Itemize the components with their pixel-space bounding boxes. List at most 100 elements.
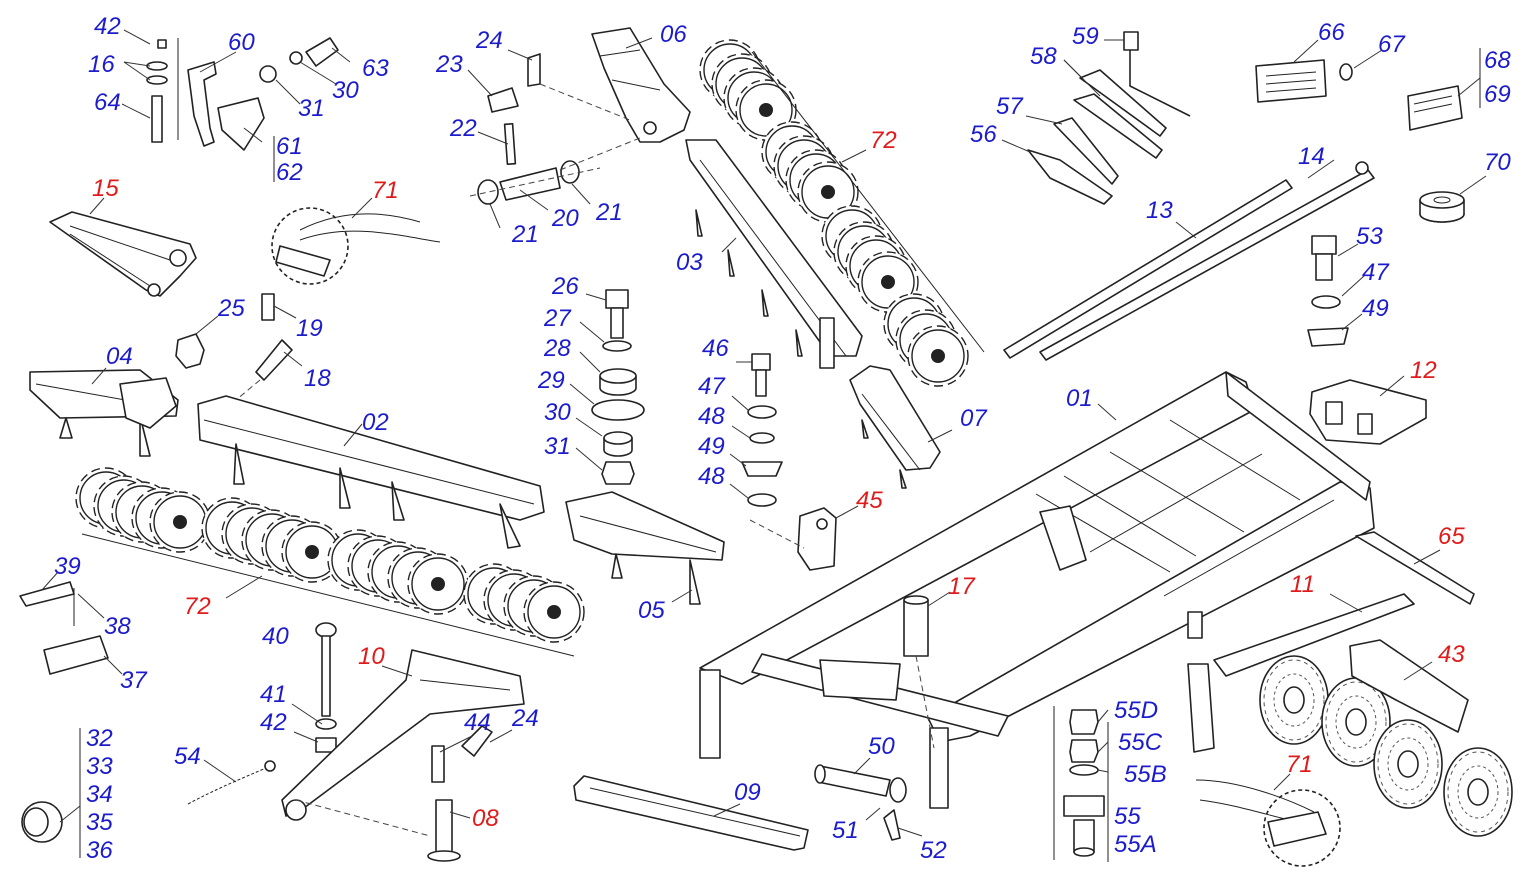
safety-chain-54 <box>187 759 276 805</box>
label-34: 34 <box>86 781 113 808</box>
label-55A: 55A <box>1114 831 1157 858</box>
beam-03 <box>685 139 863 369</box>
label-03: 03 <box>676 249 703 276</box>
label-07: 07 <box>960 405 988 432</box>
label-50: 50 <box>868 733 895 760</box>
label-56: 56 <box>970 121 997 148</box>
label-14: 14 <box>1298 143 1325 170</box>
label-37: 37 <box>120 667 148 694</box>
label-55C: 55C <box>1118 729 1163 756</box>
label-24: 24 <box>475 27 503 54</box>
label-68: 68 <box>1484 47 1511 74</box>
disc-gang-72-upper <box>699 39 985 387</box>
label-29: 29 <box>537 367 565 394</box>
beam-02 <box>197 395 545 549</box>
drawbar-65 <box>1355 531 1475 605</box>
part-group-18-19-25 <box>175 293 303 401</box>
pin-group-50-52 <box>814 757 923 841</box>
label-28: 28 <box>543 335 571 362</box>
label-12: 12 <box>1410 357 1437 384</box>
label-30: 30 <box>332 77 359 104</box>
label-13: 13 <box>1146 197 1173 224</box>
label-59: 59 <box>1072 23 1099 50</box>
label-45: 45 <box>856 487 883 514</box>
label-61: 61 <box>276 133 303 160</box>
label-42-lower: 42 <box>260 709 287 736</box>
label-72-upper: 72 <box>870 127 897 154</box>
label-22: 22 <box>449 115 477 142</box>
label-05: 05 <box>638 597 665 624</box>
label-63: 63 <box>362 55 389 82</box>
beam-04 <box>29 367 179 457</box>
label-10: 10 <box>358 643 385 670</box>
label-16: 16 <box>88 51 115 78</box>
label-58: 58 <box>1030 43 1057 70</box>
bracket-07 <box>849 365 953 489</box>
part-group-06-link-bracket <box>467 27 691 229</box>
label-49-right: 49 <box>1362 295 1389 322</box>
tie-bars-13-14 <box>1003 159 1375 361</box>
label-04: 04 <box>106 343 133 370</box>
label-39: 39 <box>54 553 81 580</box>
bracket-12 <box>1309 375 1427 445</box>
part-group-37-39 <box>19 571 123 675</box>
bushing-70 <box>1419 175 1487 223</box>
label-24-lower: 24 <box>511 705 539 732</box>
label-32: 32 <box>86 725 113 752</box>
label-44: 44 <box>464 709 491 736</box>
label-48-upper: 48 <box>698 403 725 430</box>
label-53: 53 <box>1356 223 1383 250</box>
label-01: 01 <box>1066 385 1093 412</box>
tube-09 <box>573 775 809 851</box>
label-71-upper: 71 <box>372 177 399 204</box>
label-64: 64 <box>94 89 121 116</box>
label-54: 54 <box>174 743 201 770</box>
label-66: 66 <box>1318 19 1345 46</box>
label-19: 19 <box>296 315 323 342</box>
label-18: 18 <box>304 365 331 392</box>
bracket-05 <box>565 491 725 605</box>
part-group-60-hitch-bracket <box>121 29 351 182</box>
label-02: 02 <box>362 409 389 436</box>
label-09: 09 <box>734 779 761 806</box>
disc-gang-72-lower <box>75 467 585 657</box>
label-17: 17 <box>948 573 976 600</box>
bracket-45 <box>749 505 859 571</box>
label-21-left: 21 <box>511 221 539 248</box>
jack-08 <box>427 725 513 862</box>
post-17 <box>903 591 951 749</box>
label-67: 67 <box>1378 31 1406 58</box>
label-55D: 55D <box>1114 697 1158 724</box>
label-71-lower: 71 <box>1286 751 1313 778</box>
bolt-stack-46-48 <box>729 353 783 507</box>
label-27: 27 <box>543 305 572 332</box>
label-06: 06 <box>660 21 687 48</box>
label-41: 41 <box>260 681 287 708</box>
label-65: 65 <box>1438 523 1465 550</box>
label-38: 38 <box>104 613 131 640</box>
label-55B: 55B <box>1124 761 1167 788</box>
label-35: 35 <box>86 809 113 836</box>
label-25: 25 <box>217 295 245 322</box>
part-labels: 42 16 64 60 31 30 63 61 62 24 23 06 22 2… <box>54 13 1511 864</box>
main-frame-01 <box>699 371 1375 809</box>
label-55: 55 <box>1114 803 1141 830</box>
label-48-lower: 48 <box>698 463 725 490</box>
ring-32-36 <box>21 728 81 858</box>
label-31: 31 <box>298 95 325 122</box>
label-43: 43 <box>1438 641 1465 668</box>
hydraulic-hose-71-lower <box>1195 773 1341 867</box>
wheel-assembly-11-43 <box>1187 593 1513 837</box>
label-21-right: 21 <box>595 199 623 226</box>
label-15: 15 <box>92 175 119 202</box>
label-51: 51 <box>832 817 859 844</box>
part-group-56-59-links <box>1001 31 1191 205</box>
label-42: 42 <box>94 13 121 40</box>
label-62: 62 <box>276 159 303 186</box>
label-57: 57 <box>996 93 1024 120</box>
label-60: 60 <box>228 29 255 56</box>
bolt-stack-55 <box>1053 706 1109 862</box>
label-36: 36 <box>86 837 113 864</box>
label-70: 70 <box>1484 149 1511 176</box>
